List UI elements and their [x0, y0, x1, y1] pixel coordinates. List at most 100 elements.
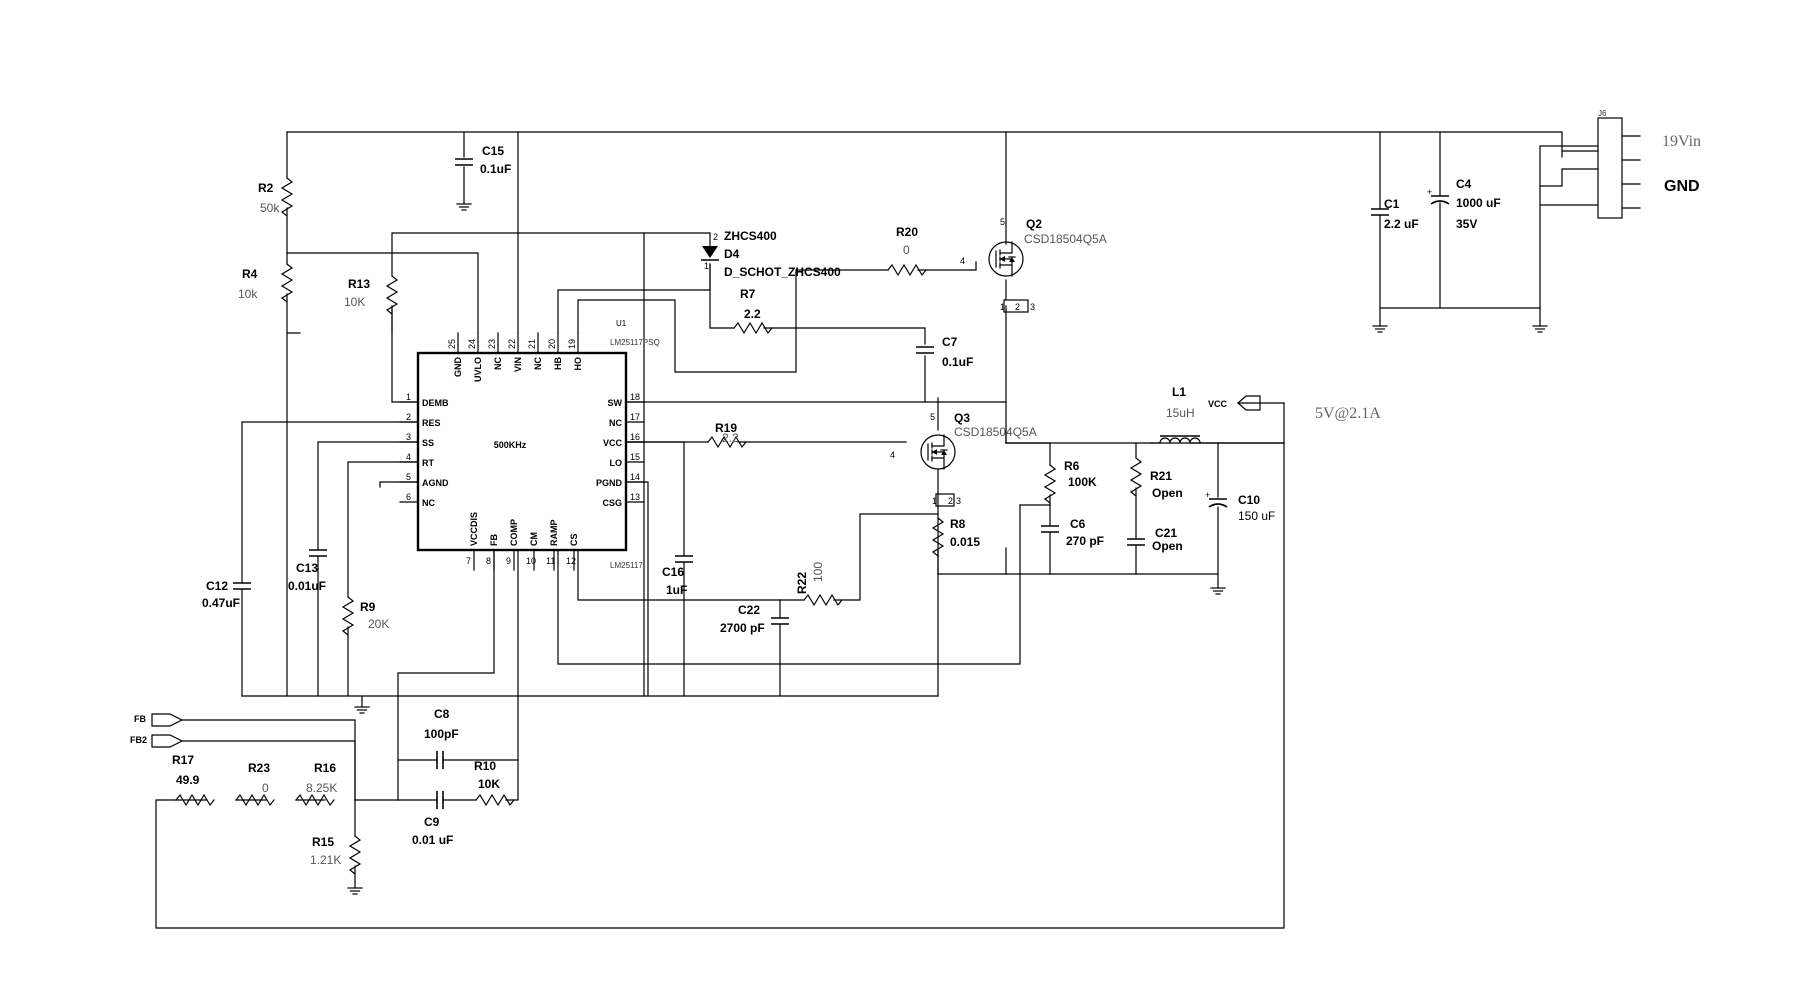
ic-pin-22-number: 22: [507, 339, 517, 349]
r13-ref: R13: [348, 277, 370, 291]
r22-ref: R22: [795, 572, 809, 594]
d4-name: D_SCHOT_ZHCS400: [724, 265, 841, 279]
ic-center-label: 500KHz: [494, 440, 527, 450]
c9-ref: C9: [424, 815, 440, 829]
c22-ref: C22: [738, 603, 760, 617]
ic-pin-5-name: AGND: [422, 478, 449, 488]
q2-source-box: 1 2 3: [1000, 299, 1035, 313]
ic-pin-1-number: 1: [406, 392, 411, 402]
fb2-port[interactable]: FB2: [130, 734, 184, 748]
r7-value: 2.2: [744, 307, 761, 321]
l1-ref: L1: [1172, 385, 1186, 399]
c21-value: Open: [1152, 539, 1183, 553]
r20-value: 0: [903, 243, 910, 257]
svg-text:3: 3: [1030, 302, 1035, 312]
ic-pin-25-name: GND: [453, 357, 463, 378]
c4-value: 1000 uF: [1456, 196, 1501, 210]
ic-pin-10-number: 10: [526, 556, 536, 566]
ic-pin-6-number: 6: [406, 492, 411, 502]
c21-symbol: [1126, 538, 1146, 546]
l1-value: 15uH: [1166, 406, 1195, 420]
vcc-port: VCC: [1208, 395, 1261, 411]
r19-value: 2.2: [722, 431, 739, 445]
c4-ref: C4: [1456, 177, 1472, 191]
ic-pin-11-number: 11: [546, 556, 555, 566]
ic-pin-2-number: 2: [406, 412, 411, 422]
c6-value: 270 pF: [1066, 534, 1104, 548]
r7-ref: R7: [740, 287, 756, 301]
ground-c1: [1372, 319, 1388, 333]
ground-label: GND: [1664, 178, 1700, 195]
svg-text:2: 2: [1015, 302, 1020, 312]
r19-ref: R19: [715, 421, 737, 435]
c13-ref: C13: [296, 561, 318, 575]
ic-pin-19-name: HO: [573, 357, 583, 371]
q2-symbol: [988, 241, 1024, 277]
ic-pin-9-number: 9: [506, 556, 511, 566]
q3-part: CSD18504Q5A: [954, 425, 1037, 439]
ic-pin-23-name: NC: [493, 357, 503, 370]
c12-symbol: [232, 582, 252, 590]
ic-pin-25-number: 25: [447, 339, 457, 349]
ic-pin-9-name: COMP: [509, 519, 519, 546]
c4-symbol: [1426, 186, 1450, 205]
r16-ref: R16: [314, 761, 336, 775]
d4-part: ZHCS400: [724, 229, 777, 243]
c1-value: 2.2 uF: [1384, 217, 1419, 231]
c9-symbol: [436, 790, 444, 810]
c16-ref: C16: [662, 565, 684, 579]
r10-ref: R10: [474, 759, 496, 773]
ic-pin-22-name: VIN: [513, 357, 523, 372]
r16-value: 8.25K: [306, 781, 337, 795]
svg-text:4: 4: [890, 450, 895, 460]
d4-symbol: 2 1: [701, 232, 719, 271]
r6-ref: R6: [1064, 459, 1080, 473]
ic-pin-23-number: 23: [487, 339, 497, 349]
r17-ref: R17: [172, 753, 194, 767]
l1-symbol: [1149, 435, 1201, 444]
r2-value: 50k: [260, 201, 280, 215]
c7-value: 0.1uF: [942, 355, 973, 369]
q2-ref: Q2: [1026, 217, 1042, 231]
c10-value: 150 uF: [1238, 509, 1275, 523]
d4-ref: D4: [724, 247, 740, 261]
ic-u1: U1 LM25117PSQ 500KHz LM25117: [416, 319, 660, 570]
r22-value: 100: [811, 562, 825, 582]
ic-pin-13-name: CSG: [602, 498, 622, 508]
q3-ref: Q3: [954, 411, 970, 425]
ground-r15: [347, 881, 363, 895]
ground-agnd: [354, 700, 370, 714]
r13-value: 10K: [344, 295, 365, 309]
ic-pin-21-name: NC: [533, 357, 543, 370]
ic-pin-7-name: VCCDIS: [469, 512, 479, 546]
c21-ref: C21: [1155, 526, 1177, 540]
c22-value: 2700 pF: [720, 621, 765, 635]
ic-pin-15-number: 15: [630, 452, 640, 462]
ic-pin-24-number: 24: [467, 339, 477, 349]
fb-port[interactable]: FB: [134, 713, 184, 727]
ic-pin-19-number: 19: [567, 339, 577, 349]
q3-source-box: 1 2 3: [932, 493, 961, 507]
c13-value: 0.01uF: [288, 579, 326, 593]
ground-output: [1210, 581, 1226, 595]
c12-ref: C12: [206, 579, 228, 593]
c10-symbol: [1204, 489, 1228, 508]
r23-value: 0: [262, 781, 269, 795]
svg-text:1: 1: [1000, 302, 1005, 312]
c15-ref: C15: [482, 144, 504, 158]
ic-pin-17-number: 17: [630, 412, 640, 422]
ic-pin-15-name: LO: [610, 458, 623, 468]
ic-pin-21-number: 21: [527, 339, 537, 349]
ic-pin-5-number: 5: [406, 472, 411, 482]
svg-text:5: 5: [1000, 217, 1005, 227]
ic-pin-14-name: PGND: [596, 478, 623, 488]
c8-ref: C8: [434, 707, 450, 721]
c15-symbol: [454, 158, 474, 166]
c16-symbol: [674, 555, 694, 563]
r9-value: 20K: [368, 617, 389, 631]
ic-pin-3-name: SS: [422, 438, 434, 448]
